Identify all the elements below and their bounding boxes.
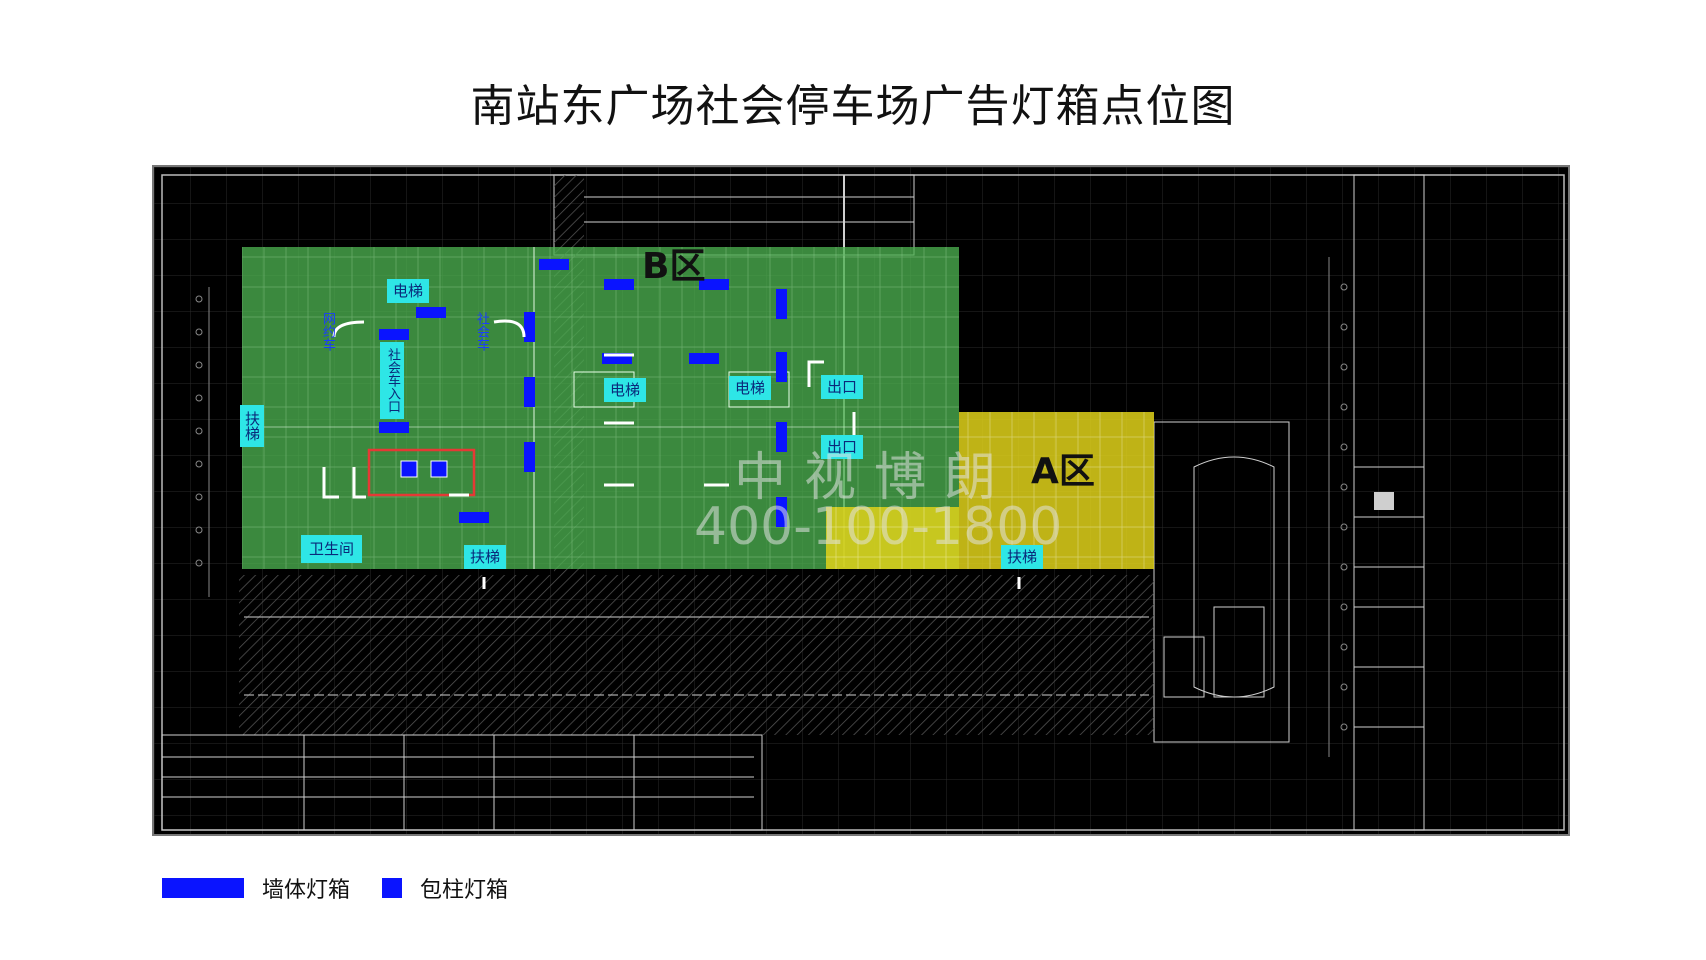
legend-column-label: 包柱灯箱: [420, 878, 509, 903]
page-title: 南站东广场社会停车场广告灯箱点位图: [470, 81, 1236, 132]
zone-a-label: A区: [1031, 451, 1095, 492]
exit-label-1[interactable]: 出口: [821, 375, 864, 399]
wall-lightbox-swatch: [162, 878, 244, 898]
escalator-label-bottom[interactable]: 扶梯: [464, 545, 507, 569]
entrance-label[interactable]: 社会车入口: [380, 342, 404, 419]
watermark-phone: 400-100-1800: [694, 497, 1063, 557]
elevator-label-2[interactable]: 电梯: [604, 378, 647, 402]
exit-label-2[interactable]: 出口: [821, 435, 864, 459]
legend-column-lightbox: 包柱灯箱: [382, 873, 508, 903]
plan-drawing: [154, 167, 1568, 834]
zone-b-label: B区: [642, 246, 706, 287]
watermark-name: 中视博朗: [734, 448, 1015, 508]
legend-wall-lightbox: 墙体灯箱: [162, 873, 350, 903]
social-car-text: 社会车: [474, 312, 489, 351]
legend-wall-label: 墙体灯箱: [262, 878, 351, 903]
highlight-box: [367, 448, 476, 497]
escalator-label-left[interactable]: 扶梯: [240, 405, 264, 447]
elevator-label-3[interactable]: 电梯: [729, 376, 772, 400]
restroom-label[interactable]: 卫生间: [301, 535, 363, 563]
column-lightbox-swatch: [382, 878, 402, 898]
platform-hatch: [239, 575, 1154, 735]
floor-plan-map[interactable]: B区 A区 电梯 电梯 电梯 扶梯 扶梯 扶梯 出口 出口 卫生间 社会车入口 …: [152, 165, 1570, 836]
elevator-label-1[interactable]: 电梯: [387, 279, 430, 303]
pickup-text: 网约车: [320, 312, 335, 351]
escalator-label-right[interactable]: 扶梯: [1001, 545, 1044, 569]
